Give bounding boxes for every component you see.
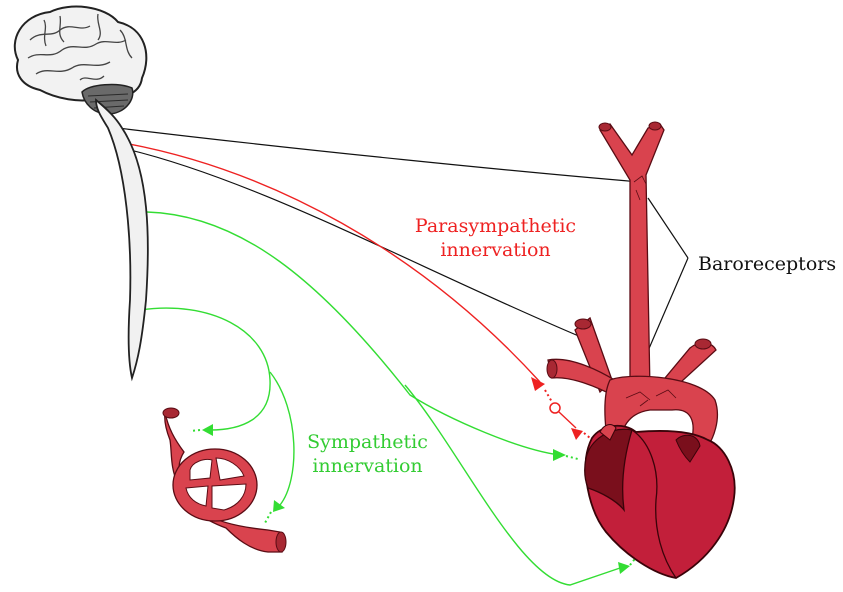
parasympathetic-label-line1: Parasympathetic [408, 214, 583, 238]
sympathetic-nerves [140, 212, 620, 585]
parasympathetic-innervation-label: Parasympathetic innervation [408, 214, 583, 262]
sympathetic-arrowhead-vessel [202, 424, 213, 436]
sympathetic-innervation-label: Sympathetic innervation [295, 430, 440, 478]
heart-icon [585, 425, 735, 578]
sympathetic-arrowhead-heart [553, 449, 566, 461]
aorta-and-carotid [547, 122, 717, 446]
baroreceptor-pointer-upper [648, 198, 688, 258]
sympathetic-arrowhead-heart-lower [618, 562, 630, 574]
sympathetic-arrowhead-vessel-lower [273, 500, 285, 512]
brain-icon [15, 7, 147, 114]
baroreceptors-label: Baroreceptors [698, 252, 836, 276]
sympathetic-label-line1: Sympathetic [295, 430, 440, 454]
parasympathetic-ganglion [550, 403, 560, 413]
parasympathetic-label-line2: innervation [408, 238, 583, 262]
afferent-nerve-carotid [118, 128, 640, 182]
sympathetic-nerve-vessel-lower [270, 372, 294, 505]
sympathetic-label-line2: innervation [295, 454, 440, 478]
sympathetic-nerve-vessel [140, 308, 270, 430]
parasympathetic-nerve [124, 143, 590, 440]
afferent-nerves [118, 128, 688, 388]
parasympathetic-arrowhead-2 [571, 428, 583, 440]
spinal-cord-icon [96, 100, 148, 378]
